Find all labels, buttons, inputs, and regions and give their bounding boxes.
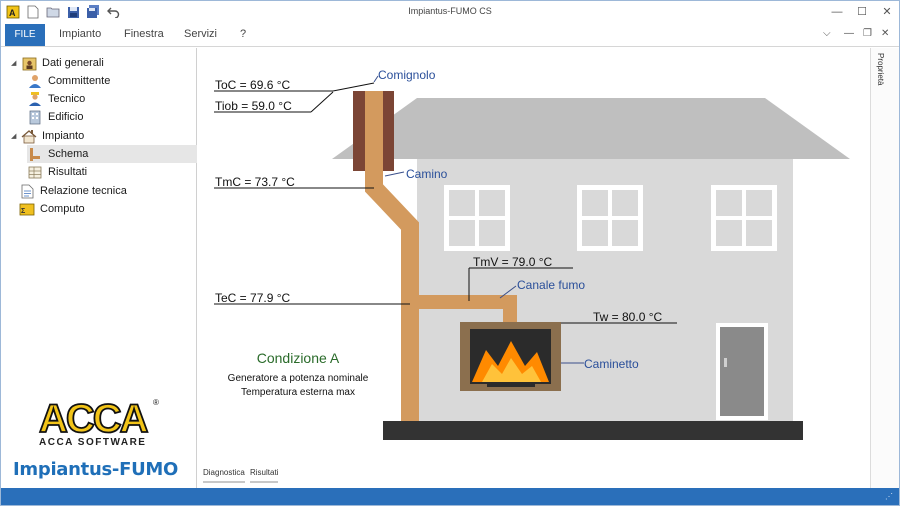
tree-item-label: Relazione tecnica (40, 185, 127, 197)
label-pointers (373, 75, 584, 364)
acca-logo: ACCA ® (38, 396, 159, 436)
tree-item-schema[interactable]: Schema (27, 145, 197, 163)
file-tab[interactable]: FILE (5, 24, 45, 46)
svg-text:ACCA: ACCA (39, 397, 148, 436)
window (444, 185, 510, 251)
condition-line-1: Generatore a potenza nominale (228, 373, 369, 384)
table-icon (27, 164, 43, 180)
ribbon-minimize-icon[interactable]: — (844, 28, 854, 39)
temp-tmc: TmC = 73.7 °C (215, 175, 295, 189)
ground-base (383, 421, 803, 440)
tree-item-dati-generali[interactable]: ◢ Dati generali (11, 54, 197, 72)
chimney-schema-icon (27, 146, 43, 162)
temp-toc: ToC = 69.6 °C (215, 78, 291, 92)
expand-icon[interactable]: ◢ (11, 60, 17, 67)
tree-item-label: Risultati (48, 166, 88, 178)
doc-close-icon[interactable]: ✕ (881, 28, 890, 39)
close-button[interactable]: ✕ (882, 6, 892, 18)
fire-core (482, 358, 541, 382)
resize-grip-icon[interactable]: ⋰ (885, 492, 893, 501)
tree-item-label: Tecnico (48, 93, 86, 105)
maximize-button[interactable]: ☐ (857, 6, 867, 18)
label-camino: Camino (406, 167, 448, 181)
app-logo-icon[interactable]: A (5, 4, 21, 20)
temp-tw: Tw = 80.0 °C (593, 310, 662, 324)
tab-impianto[interactable]: Impianto (59, 28, 102, 40)
flue-pipe (365, 91, 419, 421)
tree-item-impianto[interactable]: ◢ Impianto (11, 127, 197, 145)
navigation-tree: ◢ Dati generali Committente Tecnico Edif… (1, 48, 197, 488)
condition-line-2: Temperatura esterna max (241, 387, 355, 398)
schema-canvas: ToC = 69.6 °C Tiob = 59.0 °C TmC = 73.7 … (198, 48, 870, 458)
bottom-tab-bar: Diagnostica Risultati (198, 462, 870, 488)
undo-icon[interactable] (105, 4, 121, 20)
tab-risultati[interactable]: Risultati (250, 468, 279, 483)
folder-people-icon (21, 55, 37, 71)
save-all-icon[interactable] (85, 4, 101, 20)
condition-title: Condizione A (257, 350, 340, 366)
tree-item-tecnico[interactable]: Tecnico (27, 90, 197, 108)
product-name: Impiantus-FUMO (13, 459, 178, 480)
house-icon (21, 128, 37, 144)
tab-diagnostica[interactable]: Diagnostica (203, 468, 245, 483)
building-icon (27, 109, 43, 125)
tree-item-label: Edificio (48, 111, 84, 123)
window-title: Impiantus-FUMO CS (408, 6, 492, 16)
status-bar: ⋰ (1, 488, 899, 505)
tab-help[interactable]: ? (240, 28, 247, 40)
door-panel (720, 327, 764, 416)
document-icon (19, 183, 35, 199)
label-comignolo: Comignolo (378, 68, 436, 82)
technician-icon (27, 91, 43, 107)
window (711, 185, 777, 251)
door-handle (724, 358, 727, 367)
tree-item-label: Committente (48, 75, 111, 87)
tab-finestra[interactable]: Finestra (124, 28, 164, 40)
save-icon[interactable] (65, 4, 81, 20)
minimize-button[interactable]: — (831, 6, 843, 18)
open-file-icon[interactable] (45, 4, 61, 20)
label-canale-fumo: Canale fumo (517, 278, 585, 292)
tree-item-computo[interactable]: Σ Computo (19, 200, 197, 218)
ribbon-tabs: FILE Impianto Finestra Servizi ? ⌵ — ❐ ✕ (1, 23, 899, 47)
svg-text:Σ: Σ (21, 208, 25, 215)
tree-item-relazione-tecnica[interactable]: Relazione tecnica (19, 182, 197, 200)
label-caminetto: Caminetto (584, 357, 639, 371)
tree-item-label: Computo (40, 203, 85, 215)
smoke-channel (401, 295, 517, 323)
title-bar: A Impiantus-FUMO CS — ☐ ✕ (1, 1, 899, 23)
temp-tiob: Tiob = 59.0 °C (215, 99, 292, 113)
tree-item-edificio[interactable]: Edificio (27, 108, 197, 126)
tree-item-label: Impianto (42, 130, 85, 142)
computo-icon: Σ (19, 201, 35, 217)
temp-tec: TeC = 77.9 °C (215, 291, 291, 305)
company-name: ACCA SOFTWARE (39, 437, 147, 448)
fire-grate (487, 382, 535, 387)
temp-tmv: TmV = 79.0 °C (473, 255, 552, 269)
restore-icon[interactable]: ❐ (863, 28, 872, 39)
house-roof (332, 98, 850, 159)
tree-item-risultati[interactable]: Risultati (27, 163, 197, 181)
svg-text:®: ® (153, 398, 159, 407)
expand-icon[interactable]: ◢ (11, 133, 17, 140)
new-file-icon[interactable] (25, 4, 41, 20)
svg-text:A: A (9, 8, 16, 18)
tree-item-label: Schema (48, 148, 89, 160)
leader-lines (214, 82, 677, 324)
tree-item-committente[interactable]: Committente (27, 72, 197, 90)
window (577, 185, 643, 251)
properties-tab[interactable]: Proprietà (876, 53, 885, 86)
chevron-down-icon[interactable]: ⌵ (823, 28, 831, 39)
tree-item-label: Dati generali (42, 57, 104, 69)
person-icon (27, 73, 43, 89)
tab-servizi[interactable]: Servizi (184, 28, 218, 40)
properties-strip (870, 48, 899, 488)
